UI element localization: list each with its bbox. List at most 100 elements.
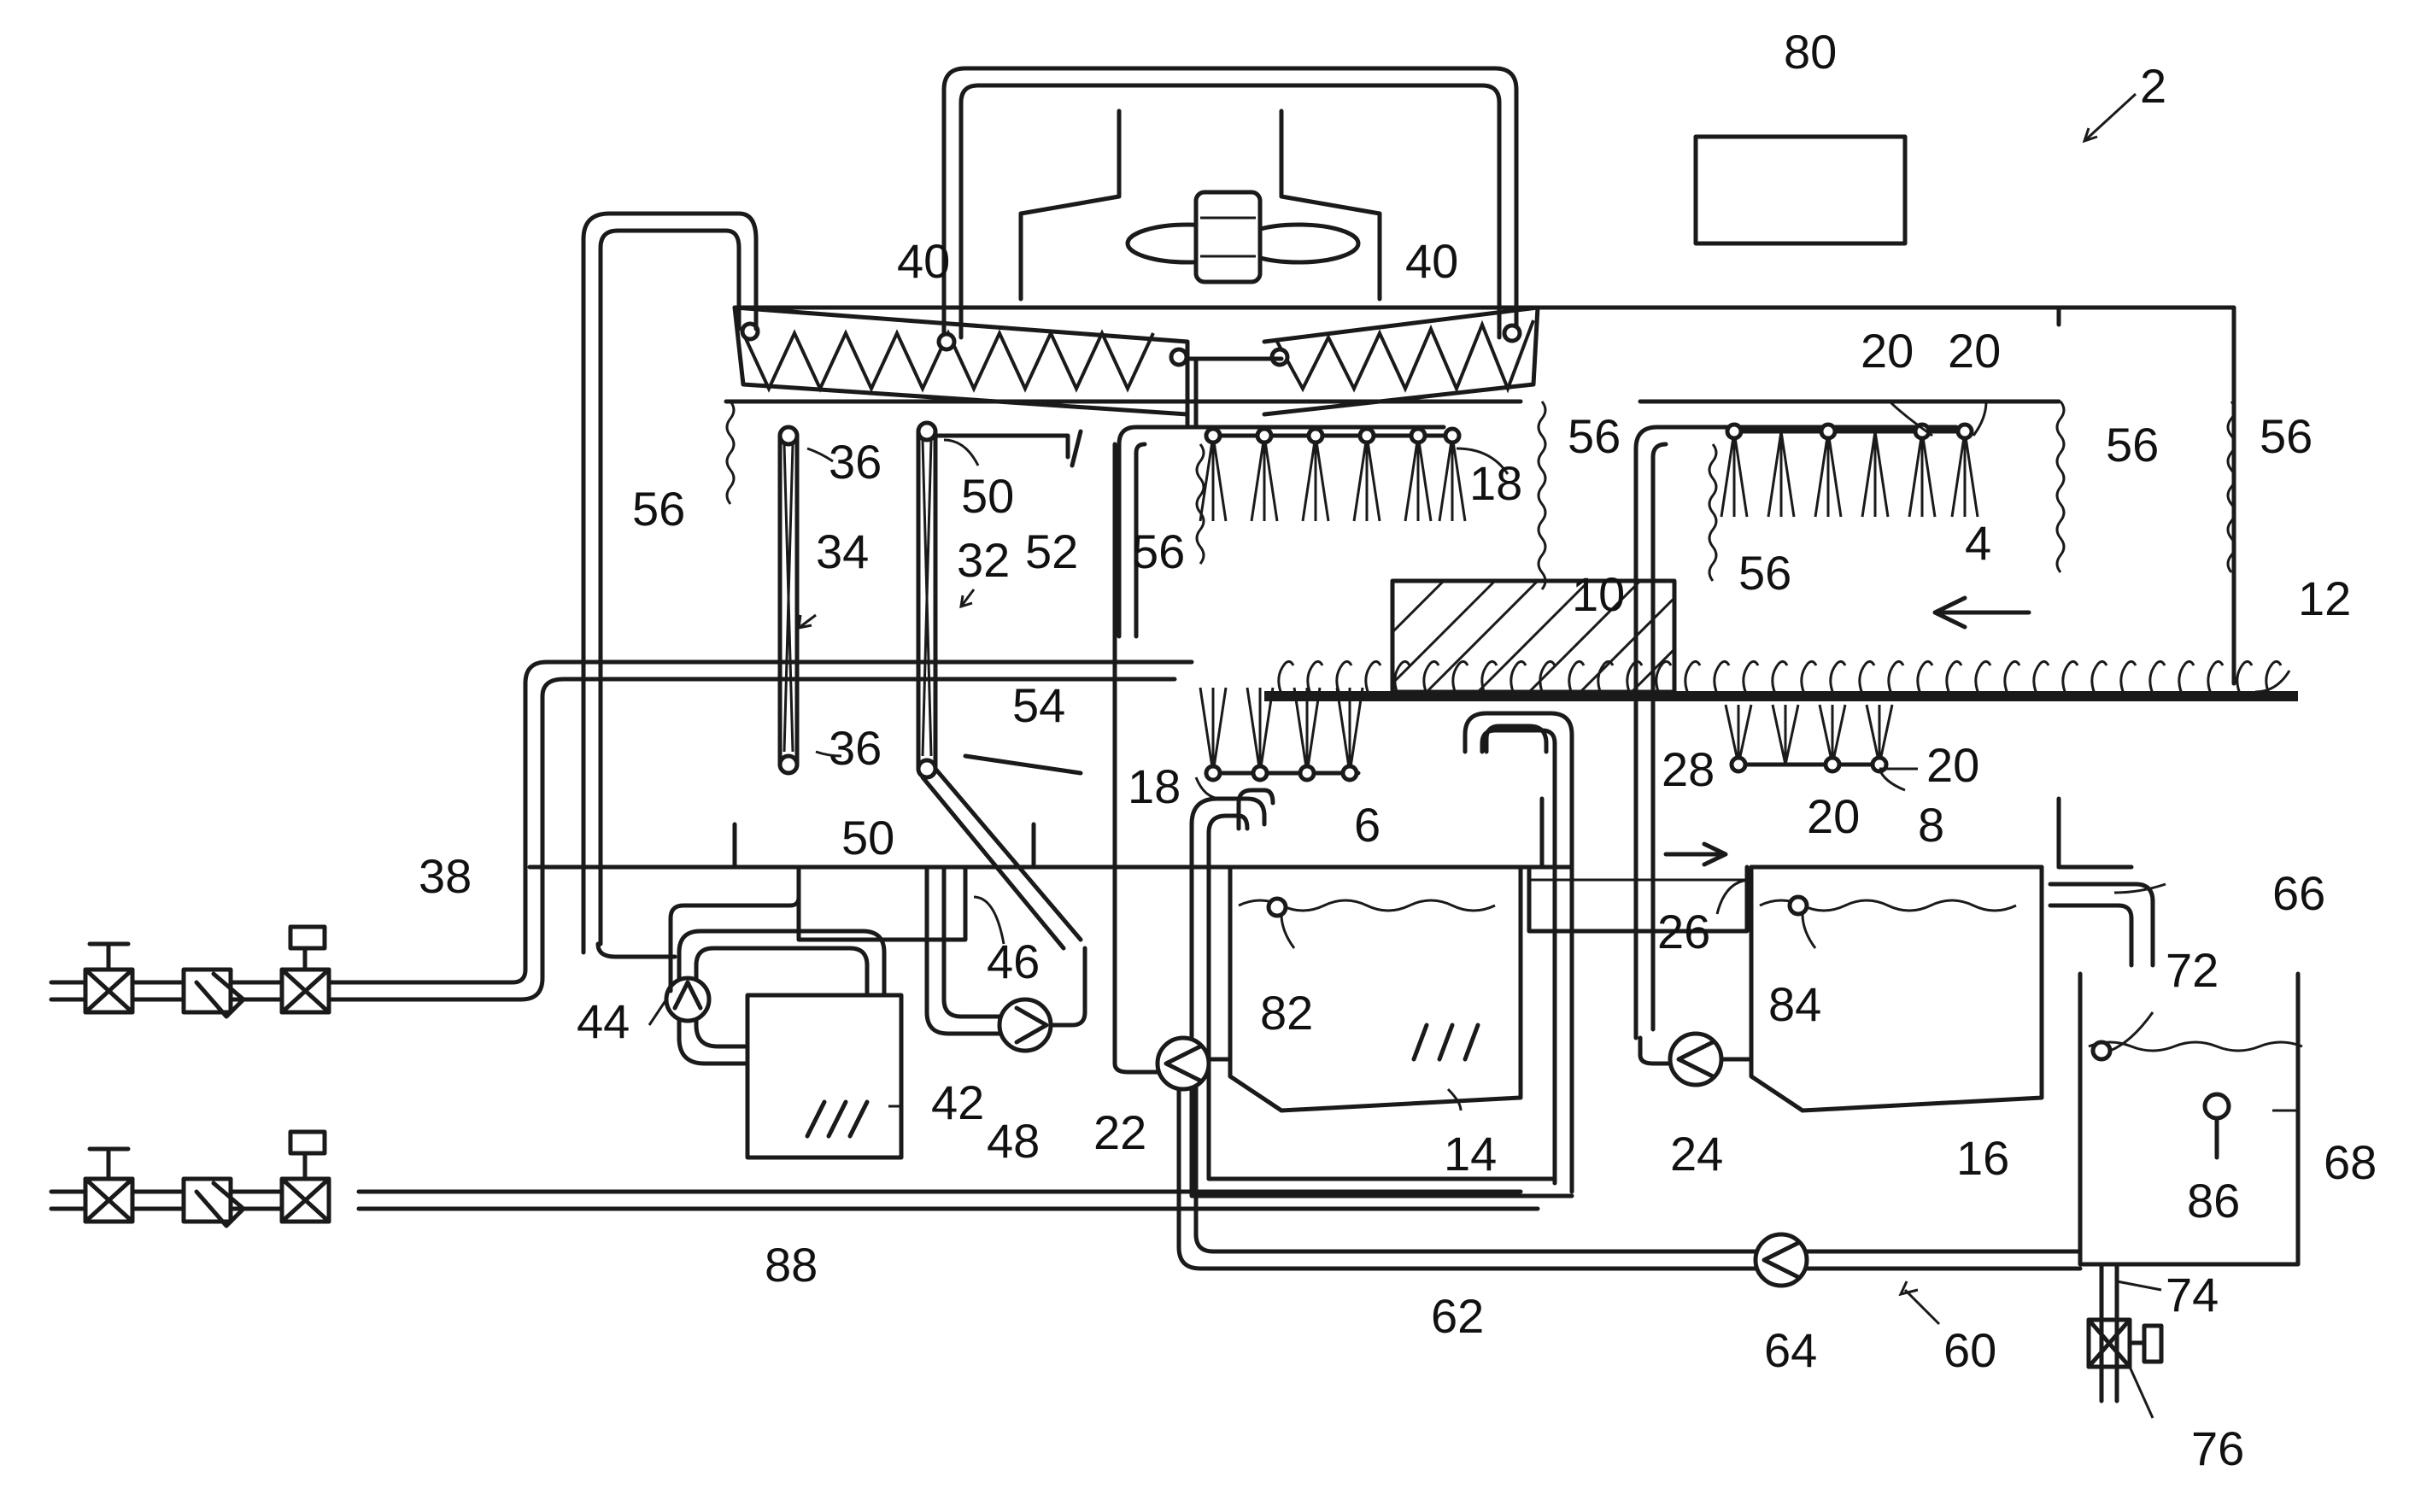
label-56-b: 56 (1132, 525, 1185, 578)
label-8: 8 (1918, 798, 1944, 852)
conveyor-finger (1773, 661, 1787, 694)
label-56-d: 56 (1738, 546, 1791, 600)
conveyor-finger (1482, 661, 1497, 694)
label-68: 68 (2324, 1135, 2377, 1189)
label-34: 34 (816, 525, 869, 578)
pump-24 (1640, 1034, 1751, 1085)
label-42: 42 (931, 1075, 984, 1129)
conveyor-finger (1715, 661, 1729, 694)
label-52: 52 (1025, 525, 1078, 578)
conveyor-finger (2208, 661, 2223, 694)
drain-pipe-66 (2050, 884, 2153, 965)
conveyor-finger (1889, 661, 1903, 694)
label-50-upper: 50 (961, 469, 1014, 523)
label-20-a: 20 (1861, 324, 1914, 378)
label-14: 14 (1444, 1127, 1497, 1181)
label-4: 4 (1965, 516, 1991, 570)
conveyor-finger (1279, 661, 1293, 694)
conveyor-finger (2150, 661, 2165, 694)
nozzle-52 (1072, 431, 1081, 466)
conveyor-finger (1366, 661, 1380, 694)
label-26: 26 (1657, 905, 1710, 958)
leader-lines (649, 94, 2298, 1418)
label-10: 10 (1572, 567, 1625, 621)
label-12: 12 (2298, 571, 2351, 625)
label-16: 16 (1956, 1131, 2009, 1185)
conveyor-finger (1802, 661, 1816, 694)
conveyor-finger (1918, 661, 1932, 694)
label-28: 28 (1662, 742, 1715, 796)
conveyor-direction-arrow-4 (1935, 598, 2029, 627)
conveyor-finger (1947, 661, 1961, 694)
conveyor-finger (1569, 661, 1584, 694)
reference-labels: 2 80 4 6 8 10 12 14 16 18 18 20 20 20 20… (419, 25, 2377, 1475)
heat-exchanger-40 (735, 308, 1538, 414)
spray-arm-lower-20 (1726, 705, 1892, 771)
label-86: 86 (2187, 1174, 2240, 1228)
label-66: 66 (2272, 866, 2325, 920)
conveyor-finger (1976, 661, 1990, 694)
conveyor-finger (1453, 661, 1468, 694)
label-18-lower: 18 (1128, 759, 1181, 813)
label-6: 6 (1354, 798, 1380, 852)
spray-arm-lower-18 (1200, 688, 1363, 780)
conveyor-finger (2237, 661, 2252, 694)
boiler-42 (747, 995, 901, 1157)
label-56-f: 56 (2260, 409, 2313, 463)
label-84: 84 (1768, 977, 1821, 1031)
control-unit-box (1696, 137, 1905, 243)
conveyor-finger (1831, 661, 1845, 694)
valve-group-upper (51, 927, 359, 1017)
label-56-a: 56 (632, 482, 685, 536)
conveyor-finger (2121, 661, 2136, 694)
label-46: 46 (987, 935, 1040, 988)
drip-tray-46 (799, 867, 965, 940)
label-88: 88 (765, 1238, 818, 1292)
label-50-lower: 50 (841, 811, 894, 864)
fan-hood (1021, 111, 1380, 299)
label-56-e: 56 (2106, 418, 2159, 472)
conveyor-finger (1685, 661, 1700, 694)
label-40-right: 40 (1405, 234, 1458, 288)
label-74: 74 (2166, 1268, 2219, 1322)
conveyor-finger (2034, 661, 2049, 694)
label-20-d: 20 (1807, 789, 1860, 843)
conveyor-finger (2005, 661, 2019, 694)
label-60: 60 (1943, 1323, 1996, 1377)
conveyor-finger (1744, 661, 1758, 694)
label-64: 64 (1764, 1323, 1817, 1377)
label-36-upper: 36 (829, 435, 882, 489)
label-36-lower: 36 (829, 721, 882, 775)
label-32: 32 (957, 533, 1010, 587)
label-62: 62 (1431, 1289, 1484, 1343)
label-20-b: 20 (1948, 324, 2001, 378)
label-72: 72 (2166, 943, 2219, 997)
pump-line-62 (1179, 1059, 2080, 1286)
dish-rack-10 (1392, 581, 1674, 692)
label-76: 76 (2191, 1421, 2244, 1475)
exhaust-duct-left (583, 214, 756, 952)
pump-22 (1115, 1038, 1230, 1089)
conveyor-finger (2063, 661, 2078, 694)
label-40-left: 40 (897, 234, 950, 288)
label-20-c: 20 (1926, 738, 1979, 792)
label-38: 38 (419, 849, 472, 903)
baffle-54 (965, 756, 1081, 773)
conveyor-finger (2092, 661, 2107, 694)
tank-ceiling-lines (530, 799, 2131, 867)
label-44: 44 (577, 994, 630, 1048)
flow-direction-arrow-28 (1666, 844, 1726, 864)
label-24: 24 (1670, 1127, 1723, 1181)
label-54: 54 (1012, 678, 1065, 732)
label-48: 48 (987, 1114, 1040, 1168)
label-82: 82 (1260, 986, 1313, 1040)
valve-group-lower (51, 1132, 329, 1226)
label-18-upper: 18 (1469, 456, 1522, 510)
condenser-34 (780, 427, 797, 773)
label-80: 80 (1784, 25, 1837, 79)
conveyor-finger (1860, 661, 1874, 694)
label-22: 22 (1093, 1105, 1146, 1159)
conveyor-finger (2179, 661, 2194, 694)
